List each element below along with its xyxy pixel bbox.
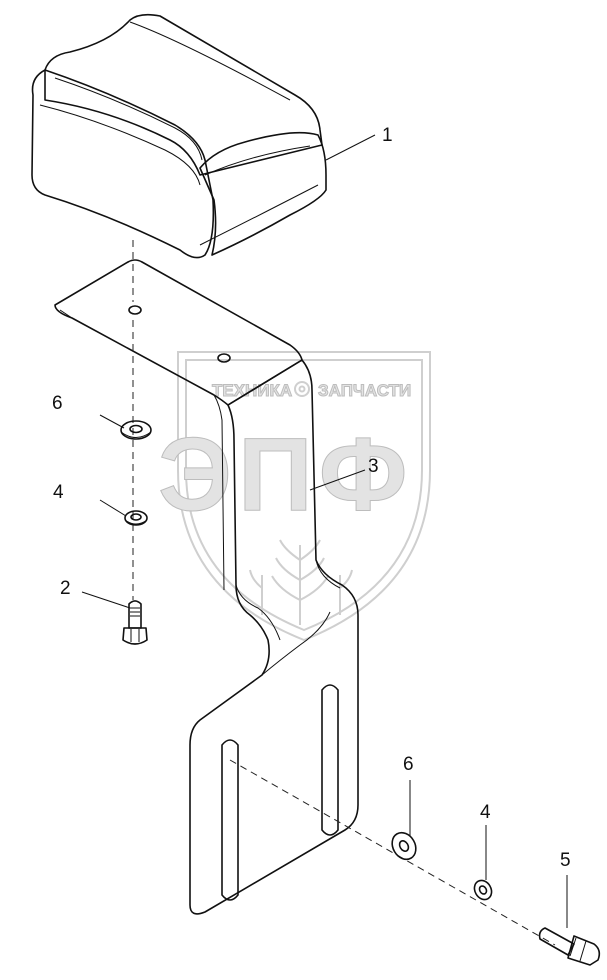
bracket-part xyxy=(54,259,359,915)
cushion-side xyxy=(199,131,327,256)
watermark-big-text: ЭПФ xyxy=(158,417,414,533)
cushion-part xyxy=(31,13,327,259)
callout-part-4-upper: 4 xyxy=(53,482,64,503)
bracket-body xyxy=(189,359,359,915)
leader-lines xyxy=(81,134,568,928)
bracket-hole-2 xyxy=(217,353,231,363)
callout-part-2: 2 xyxy=(60,578,71,599)
lock-washer-upper xyxy=(124,510,148,526)
callout-part-3: 3 xyxy=(368,456,379,477)
callout-part-1: 1 xyxy=(382,125,393,146)
watermark-gear-icon xyxy=(294,381,310,397)
flat-washer-upper xyxy=(120,420,152,440)
callout-part-6-upper: 6 xyxy=(52,393,63,414)
bracket-slot-left xyxy=(221,739,239,901)
watermark-top-text-right: ЗАПЧАСТИ xyxy=(318,381,411,400)
bracket-slot-right xyxy=(321,684,339,836)
bolt-diagonal xyxy=(538,927,601,966)
callout-part-5: 5 xyxy=(560,850,571,871)
flat-washer-lower xyxy=(391,831,417,861)
watermark: ТЕХНИКА ЗАПЧАСТИ ЭПФ xyxy=(158,351,431,642)
callout-part-4-lower: 4 xyxy=(480,802,491,823)
watermark-wheat-icon xyxy=(249,539,353,625)
assembly-axis-diagonal xyxy=(229,759,556,946)
callout-part-6-lower: 6 xyxy=(403,754,414,775)
cushion-top xyxy=(44,13,323,176)
lock-washer-lower xyxy=(473,879,493,901)
bracket-hole-1 xyxy=(128,305,142,315)
bolt-vertical xyxy=(122,600,148,645)
callout-labels: 1 3 6 4 2 6 4 5 xyxy=(52,125,571,871)
cushion-front xyxy=(31,69,215,259)
